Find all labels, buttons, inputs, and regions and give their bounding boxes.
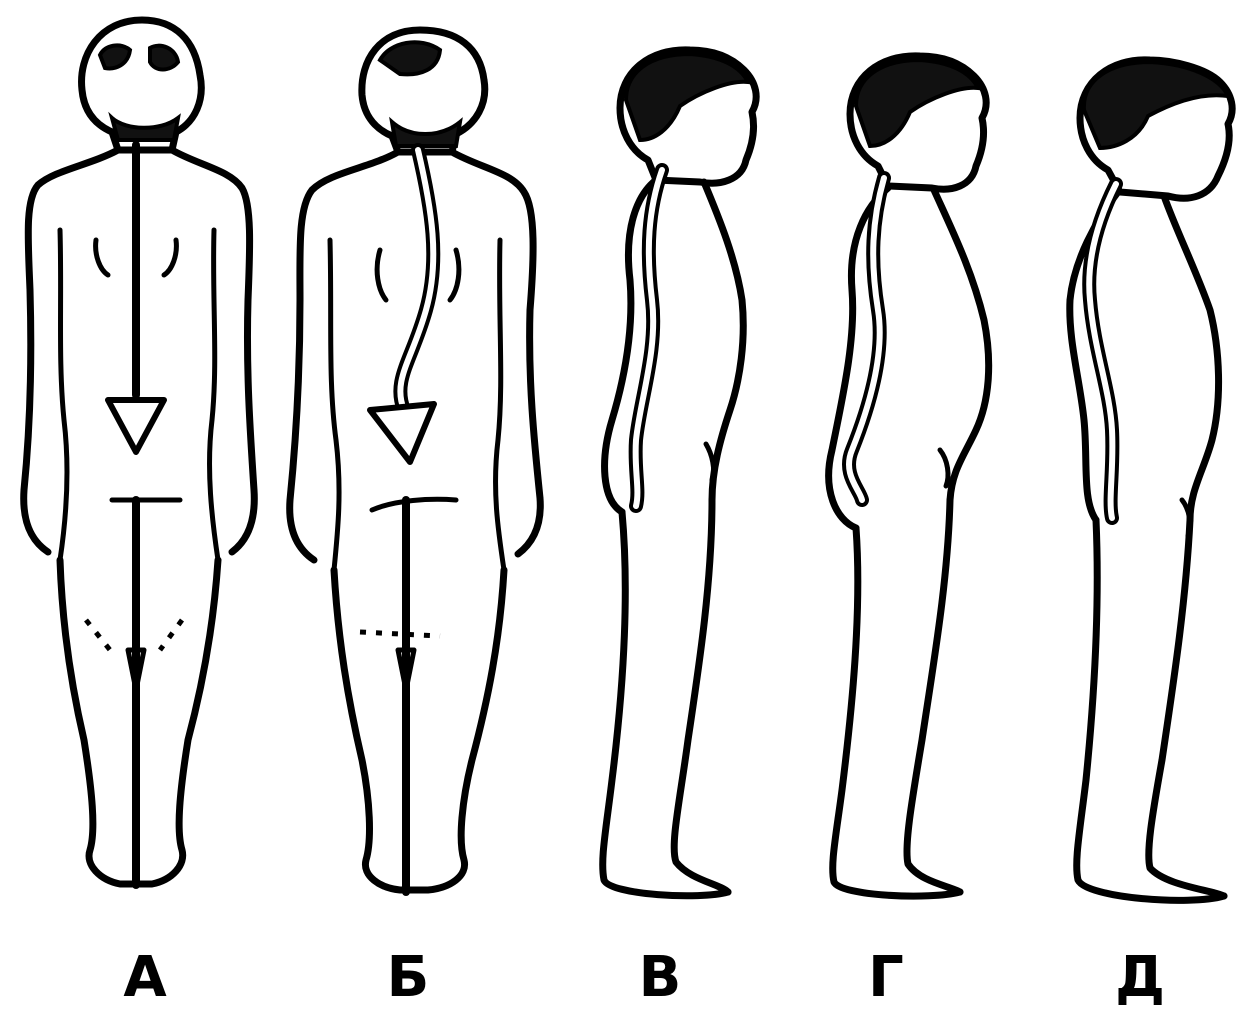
figure-v-side-view (603, 50, 756, 896)
label-b: Б (387, 945, 430, 1010)
figure-d-side-view (1070, 60, 1232, 900)
label-v: В (639, 945, 682, 1010)
figure-g-side-view (829, 56, 989, 896)
label-g: Г (868, 945, 904, 1010)
figure-a-back-view (24, 20, 255, 885)
label-a: А (123, 945, 167, 1010)
figure-b-back-view (290, 30, 541, 892)
label-d: Д (1115, 945, 1165, 1010)
